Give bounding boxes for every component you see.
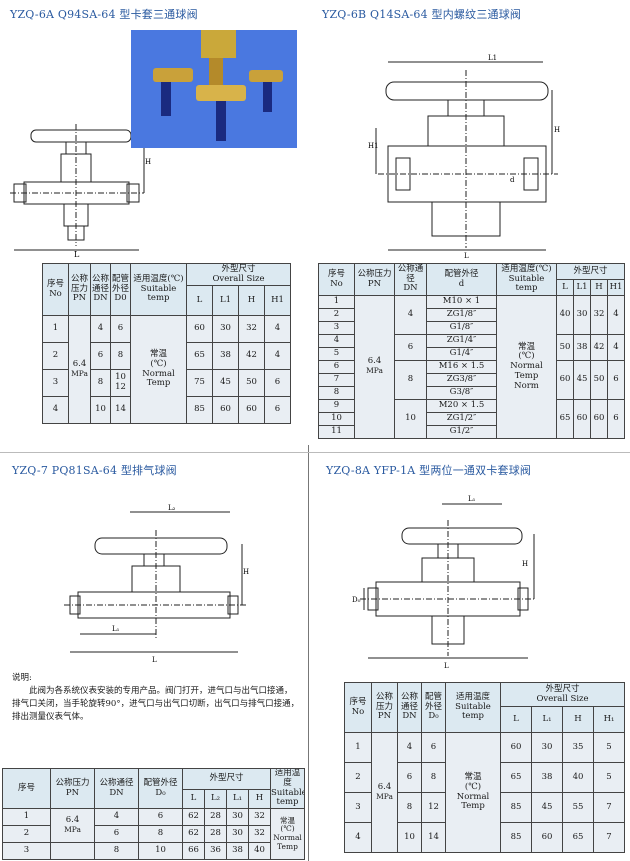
s3-dim-H: H [243, 568, 249, 576]
s2-title: YZQ-6B Q14SA-64 型内螺纹三通球阀 [322, 8, 522, 21]
s2-dim-L: L [464, 252, 469, 260]
section-divider-vertical [308, 445, 309, 861]
s3-title: YZQ-7 PQ81SA-64 型排气球阀 [12, 464, 177, 477]
table-row: 2 6 8 62 28 30 32 [2, 825, 305, 844]
s4-dim-D0: D₀ [352, 596, 361, 604]
s2-dim-H: H [554, 126, 560, 134]
table-row: 6 8 M16 × 1.5 60 45 50 6 [318, 360, 626, 400]
s4-dim-H: H [522, 560, 528, 568]
s1-dim-H: H [145, 158, 151, 166]
s1-h-no: 序号 [46, 278, 64, 289]
table-row: 3 8 12 85 45 55 7 [344, 792, 625, 823]
valve-photo-icon [131, 30, 297, 148]
s3-description: 说明: 此阀为各系统仪表安装的专用产品。阀门打开，进气口与出气口接通，排气口关闭… [12, 672, 300, 724]
table-row: 3 8 10 66 36 38 40 [2, 842, 305, 861]
s4-valve-drawing: L₁ H D₀ L [352, 495, 536, 670]
s4-title: YZQ-8A YFP-1A 型两位一通双卡套球阀 [326, 464, 532, 477]
s3-dim-L2: L₂ [168, 504, 176, 512]
s3-valve-drawing: L₂ H L₁ L [64, 504, 249, 664]
s3-note-title: 说明: [12, 673, 32, 683]
s3-dim-L: L [152, 656, 157, 664]
table-row: 4 10 14 85 60 60 6 [42, 396, 291, 424]
s1-product-photo [131, 30, 297, 148]
s3-note-body: 此阀为各系统仪表安装的专用产品。阀门打开，进气口与出气口接通，排气口关闭，当手轮… [12, 686, 300, 722]
table-row: 2 6 8 65 38 42 4 [42, 342, 291, 370]
s4-dim-L1: L₁ [468, 495, 476, 503]
s2-dim-L1: L1 [488, 54, 497, 62]
s1-valve-drawing: L H [10, 124, 151, 258]
s4-dim-L: L [444, 662, 449, 670]
s2-dim-d: d [510, 176, 515, 184]
s2-h-no: 序号 [327, 268, 345, 279]
table-row: 2 6 8 65 38 40 5 [344, 762, 625, 793]
table-row: 4 10 14 85 60 65 7 [344, 822, 625, 853]
s1-title: YZQ-6A Q94SA-64 型卡套三通球阀 [10, 8, 198, 21]
s2-valve-drawing: L1 H H1 d L [368, 54, 560, 260]
section-divider-horizontal [0, 452, 630, 453]
s3-dim-L1: L₁ [112, 625, 120, 633]
s1-dim-L: L [74, 250, 80, 258]
s2-dim-H1: H1 [368, 142, 379, 150]
